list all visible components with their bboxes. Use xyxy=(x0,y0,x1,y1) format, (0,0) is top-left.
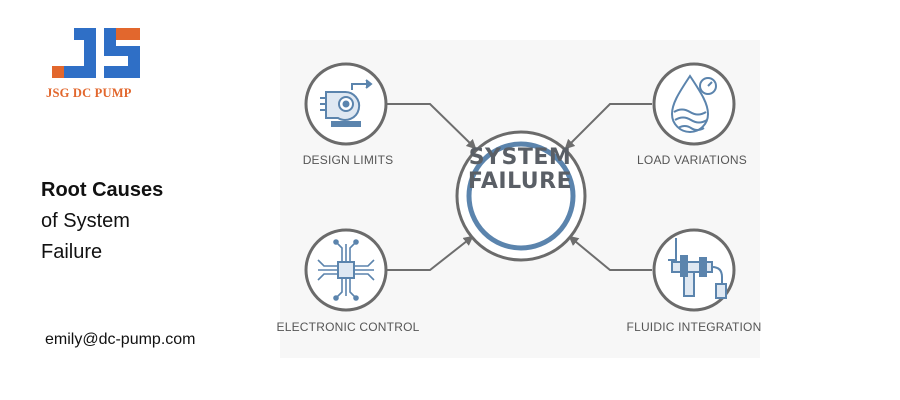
headline-line-2: of System xyxy=(41,210,130,232)
label-electronic-control: ELECTRONIC CONTROL xyxy=(276,320,420,334)
root-causes-diagram: SYSTEM FAILURE DESIGN LIMITS LOAD VARIAT… xyxy=(276,40,762,358)
center-node xyxy=(455,130,587,262)
arrow-fluidic-integration xyxy=(568,235,652,271)
node-load-variations xyxy=(652,62,736,146)
arrow-design-limits xyxy=(368,103,477,150)
arrow-electronic-control xyxy=(368,235,474,271)
brand-name-text: JSG DC PUMP xyxy=(46,86,132,100)
headline: Root Causes of System Failure xyxy=(41,175,163,268)
center-title-line-1: SYSTEM xyxy=(468,145,572,170)
jsg-logo-mark-icon xyxy=(52,28,140,78)
node-electronic-control xyxy=(304,228,388,312)
diagram-graphics xyxy=(304,62,736,312)
pump-gear-icon xyxy=(320,79,373,127)
contact-email[interactable]: emily@dc-pump.com xyxy=(45,331,196,348)
center-title: SYSTEM FAILURE xyxy=(468,146,572,194)
circuit-chip-icon xyxy=(317,239,375,301)
node-design-limits xyxy=(304,62,388,146)
arrow-load-variations xyxy=(564,103,652,150)
water-drop-gauge-icon xyxy=(670,74,717,133)
brand-name: JSG DC PUMP xyxy=(46,86,132,101)
connector-arrows xyxy=(368,103,652,271)
pipes-icon xyxy=(668,238,727,299)
label-fluidic-integration: FLUIDIC INTEGRATION xyxy=(626,320,762,334)
center-title-line-2: FAILURE xyxy=(467,169,573,194)
headline-line-3: Failure xyxy=(41,241,103,263)
headline-bold: Root Causes xyxy=(41,179,164,201)
label-load-variations: LOAD VARIATIONS xyxy=(637,153,747,167)
node-fluidic-integration xyxy=(652,228,736,312)
label-design-limits: DESIGN LIMITS xyxy=(302,153,394,167)
brand-logo: JSG DC PUMP xyxy=(44,26,154,106)
